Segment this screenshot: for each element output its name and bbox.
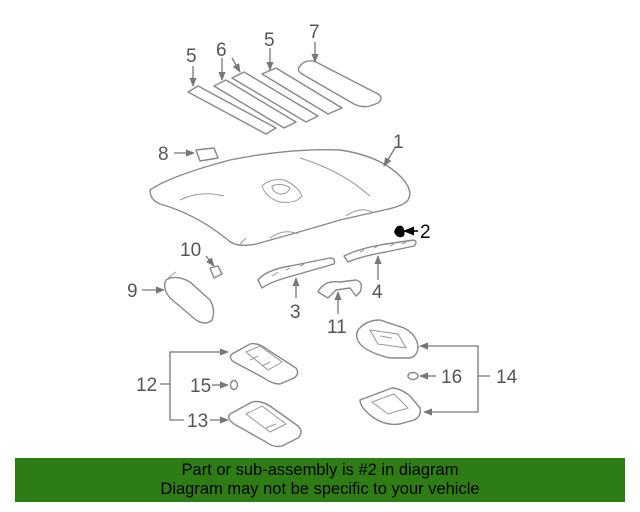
callout-15: 15 <box>190 376 211 397</box>
banner-line-2: Diagram may not be specific to your vehi… <box>160 480 480 498</box>
assist-grip-4 <box>343 239 417 263</box>
callout-14: 14 <box>496 367 518 388</box>
leader-lines <box>142 42 490 424</box>
callout-5-right: 5 <box>264 30 275 51</box>
sun-visor-9 <box>163 271 215 324</box>
callout-7: 7 <box>309 22 320 43</box>
headliner-strip-6 <box>213 71 319 129</box>
clip-2 <box>394 225 405 238</box>
assist-grip-3 <box>257 257 336 289</box>
bulb-16 <box>407 371 419 381</box>
callout-2: 2 <box>420 222 431 243</box>
callout-1: 1 <box>393 132 404 153</box>
callout-10: 10 <box>180 240 201 261</box>
callout-4: 4 <box>372 282 383 303</box>
callout-8: 8 <box>158 144 169 165</box>
banner-line-1: Part or sub-assembly is #2 in diagram <box>181 461 459 479</box>
parts-diagram: 5 6 5 7 8 1 2 10 9 3 4 11 12 15 13 16 14 <box>127 22 518 448</box>
callout-12: 12 <box>136 375 157 396</box>
clip-10 <box>209 265 223 279</box>
grip-handle-11 <box>317 279 363 299</box>
callout-3: 3 <box>290 302 301 323</box>
map-lamp-lens-14 <box>359 387 422 426</box>
callout-6: 6 <box>216 40 227 61</box>
headliner-1 <box>149 149 411 247</box>
callout-16: 16 <box>441 367 462 388</box>
callout-13: 13 <box>187 411 208 432</box>
lamp-lens-13 <box>227 400 302 448</box>
callout-5-left: 5 <box>186 46 197 67</box>
callout-9: 9 <box>127 281 138 302</box>
bulb-15 <box>229 379 239 391</box>
headliner-pad-5-left <box>187 85 277 135</box>
callout-11: 11 <box>327 317 347 338</box>
headliner-pad-7 <box>297 60 382 108</box>
clip-block-8 <box>195 147 219 162</box>
dome-lamp-12 <box>229 342 299 385</box>
map-lamp-14 <box>355 319 419 359</box>
vehicle-fit-banner: Part or sub-assembly is #2 in diagram Di… <box>15 458 625 502</box>
